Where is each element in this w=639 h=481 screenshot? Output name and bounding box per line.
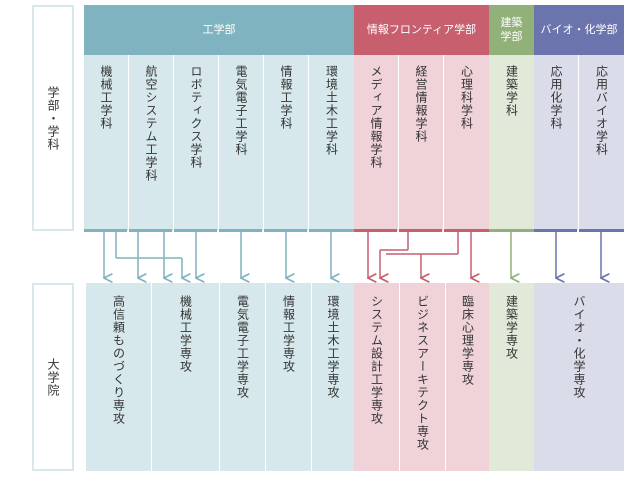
department-col-6: 環境土木工学科 — [309, 55, 354, 231]
graduate-program-2: 機械工学専攻 — [152, 283, 220, 471]
department-label: 心理科学科 — [459, 65, 474, 130]
department-col-9: 心理科学科 — [444, 55, 489, 231]
faculty-header-info-frontier-text: 情報フロンティア学部 — [366, 23, 477, 36]
department-label: 環境土木工学科 — [324, 65, 339, 156]
department-col-3: ロボティクス学科 — [174, 55, 219, 231]
department-label: 電気電子工学科 — [234, 65, 248, 156]
department-label: 航空システム工学科 — [144, 65, 158, 182]
row-label-graduate-text: 大学院 — [46, 357, 60, 397]
graduate-program-label: 機械工学専攻 — [178, 295, 193, 373]
faculty-header-bio-chem-text: バイオ・化学部 — [540, 23, 618, 36]
graduate-program-4: 情報工学専攻 — [266, 283, 312, 471]
department-col-10: 建築学科 — [489, 55, 534, 231]
graduate-program-label: ビジネスアーキテクト専攻 — [415, 295, 430, 451]
engineering-connections — [104, 232, 331, 278]
department-col-12: 応用バイオ学科 — [579, 55, 624, 231]
graduate-program-label: 建築学専攻 — [504, 295, 519, 360]
graduate-program-label: 電気電子工学専攻 — [235, 295, 250, 399]
graduate-program-label: 環境土木工学専攻 — [326, 295, 340, 399]
department-label: ロボティクス学科 — [189, 65, 203, 169]
graduate-program-label: 高信頼ものづくり専攻 — [111, 295, 126, 425]
row-label-undergrad: 学部・学科 — [32, 5, 74, 231]
graduate-program-10: バイオ・化学専攻 — [534, 283, 624, 471]
graduate-program-7: ビジネスアーキテクト専攻 — [400, 283, 446, 471]
department-label: 経営情報学科 — [414, 65, 428, 143]
department-label: 応用化学科 — [549, 65, 563, 130]
department-col-11: 応用化学科 — [534, 55, 579, 231]
bio-chem-connections — [556, 232, 601, 278]
graduate-program-9: 建築学専攻 — [489, 283, 534, 471]
department-col-7: メディア情報学科 — [354, 55, 399, 231]
graduate-program-label: 臨床心理学専攻 — [460, 295, 475, 386]
graduate-program-6: システム設計工学専攻 — [354, 283, 400, 471]
department-col-1: 機械工学科 — [84, 55, 129, 231]
faculty-header-engineering: 工学部 — [84, 5, 354, 55]
department-col-2: 航空システム工学科 — [129, 55, 174, 231]
graduate-program-8: 臨床心理学専攻 — [446, 283, 489, 471]
graduate-program-1: 高信頼ものづくり専攻 — [86, 283, 152, 471]
faculty-header-architecture: 建築 学部 — [489, 5, 534, 55]
graduate-program-label: バイオ・化学専攻 — [572, 295, 586, 399]
info-frontier-connections — [368, 232, 471, 278]
graduate-program-3: 電気電子工学専攻 — [220, 283, 266, 471]
department-label: 建築学科 — [504, 65, 519, 117]
faculty-header-architecture-text: 建築 学部 — [500, 16, 523, 43]
graduate-program-5: 環境土木工学専攻 — [312, 283, 354, 471]
graduate-program-label: システム設計工学専攻 — [369, 295, 384, 425]
row-label-undergrad-text: 学部・学科 — [46, 85, 60, 151]
department-col-4: 電気電子工学科 — [219, 55, 264, 231]
department-col-8: 経営情報学科 — [399, 55, 444, 231]
graduate-program-label: 情報工学専攻 — [281, 295, 296, 373]
department-label: メディア情報学科 — [369, 65, 383, 169]
department-label: 機械工学科 — [99, 65, 113, 130]
faculty-header-info-frontier: 情報フロンティア学部 — [354, 5, 489, 55]
faculty-header-bio-chem: バイオ・化学部 — [534, 5, 624, 55]
department-label: 応用バイオ学科 — [594, 65, 609, 156]
faculty-header-engineering-text: 工学部 — [202, 23, 236, 36]
department-col-5: 情報工学科 — [264, 55, 309, 231]
department-label: 情報工学科 — [279, 65, 293, 130]
row-label-graduate: 大学院 — [32, 283, 74, 471]
department-bottom-bars — [84, 229, 624, 232]
